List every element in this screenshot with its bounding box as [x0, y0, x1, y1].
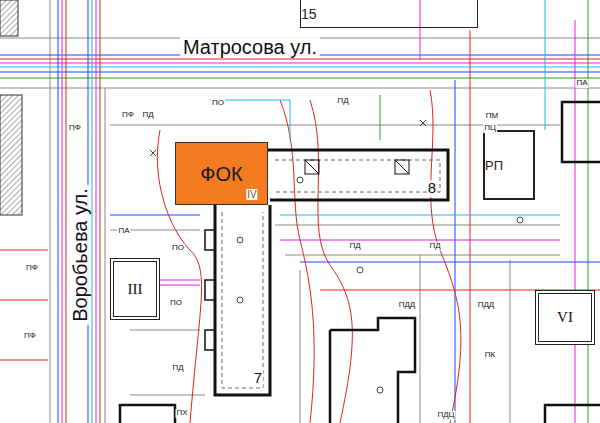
street-name: Воробьева ул. [69, 185, 91, 325]
node-label: РП [485, 159, 503, 173]
plan-code: ПФ [23, 332, 37, 341]
plan-code: ПО [169, 299, 183, 308]
building-number: 7 [253, 370, 263, 387]
building-number: 7 [253, 369, 263, 387]
node-label: ФОК [200, 163, 242, 185]
plan-code: ПД [428, 234, 441, 252]
plan-code: ПД [428, 242, 441, 251]
plan-code: ПЦ [483, 116, 497, 134]
plan-code: ПО [171, 244, 185, 253]
plan-code: ПДД [398, 293, 417, 311]
plan-code: ПО [211, 99, 225, 108]
plan-code: ПК [484, 351, 496, 360]
plan-code: ПО [211, 91, 225, 109]
plan-code: ПД [348, 242, 361, 251]
plan-code: ПД [336, 89, 349, 107]
plan-code: ПА [117, 219, 130, 237]
plan-code: ПФ [121, 103, 135, 121]
node-label: III [128, 281, 143, 298]
plan-code: ПЦ [483, 124, 497, 133]
plan-code: ПА [117, 227, 130, 236]
plan-code: ПД [348, 234, 361, 252]
node-label: 15 [301, 7, 317, 22]
street-name: Матросова ул. [180, 36, 320, 58]
plan-code: ПДД [477, 301, 496, 310]
plan-code: ПФ [68, 124, 82, 133]
plan-code: ПДЦ [436, 411, 455, 420]
plan-code: ПФ [25, 256, 39, 274]
plan-code: ПХ [175, 401, 188, 419]
plan-code: ПФ [23, 324, 37, 342]
plan-code: ПДД [398, 301, 417, 310]
building-number: IV [246, 189, 257, 200]
building-number: 8 [427, 179, 437, 197]
plan-code: ПД [141, 111, 154, 120]
building-number: 8 [427, 180, 437, 197]
street-name: Воробьева ул. [69, 185, 91, 325]
plan-code: ПА [575, 79, 588, 88]
plan-code: ПА [575, 71, 588, 89]
building-outline: 15 [300, 0, 478, 28]
street-name: Матросова ул. [180, 36, 320, 58]
plan-code: ПД [141, 103, 154, 121]
plan-code: ПДЦ [436, 403, 455, 421]
plan-code: ПД [171, 356, 184, 374]
plan-code: ПФ [121, 111, 135, 120]
substation-box: РП [483, 130, 535, 200]
building-number: III [110, 258, 160, 320]
building-number: VI [535, 290, 595, 345]
plan-code: ПО [169, 291, 183, 309]
node-label: VI [557, 309, 573, 326]
plan-code: ПДД [477, 293, 496, 311]
building-number: IV [246, 184, 257, 202]
plan-code: ПМ [485, 112, 499, 121]
plan-code: ПД [171, 364, 184, 373]
plan-code: ПК [484, 343, 496, 361]
plan-code: ПФ [25, 264, 39, 273]
plan-code: ПО [171, 236, 185, 254]
plan-code: ПМ [485, 104, 499, 122]
plan-code: ПФ [68, 116, 82, 134]
plan-code: ПХ [175, 409, 188, 418]
plan-code: ПД [336, 97, 349, 106]
